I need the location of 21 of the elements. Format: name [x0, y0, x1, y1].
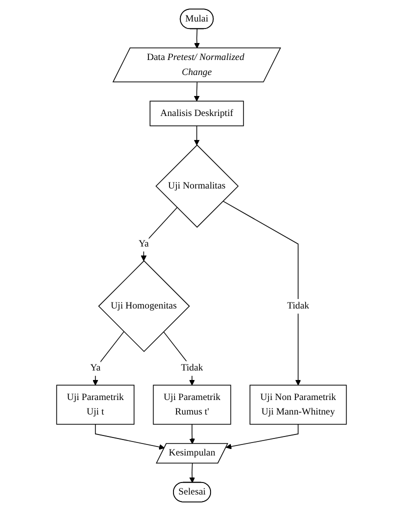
edge-label: Tidak: [180, 363, 204, 374]
arrow: [189, 424, 195, 444]
edge-label: Ya: [138, 238, 149, 249]
node-box: Uji Non Parametrik Uji Mann-Whitney: [250, 384, 347, 425]
node-diamond: Uji Homogenitas: [98, 260, 190, 352]
node-box: Analisis Deskriptif: [150, 100, 244, 126]
node-box: Uji Parametrik Uji t: [56, 384, 134, 425]
arrow: [92, 331, 124, 386]
arrow: [140, 207, 178, 262]
arrow: [194, 82, 200, 102]
arrow: [189, 463, 195, 483]
arrow: [194, 28, 200, 48]
arrow: [94, 424, 165, 450]
arrow: [226, 424, 299, 450]
arrow: [194, 125, 200, 146]
arrow: [163, 331, 195, 386]
edge-label: Ya: [90, 363, 100, 374]
node-box: Uji Parametrik Rumus t': [152, 384, 232, 425]
edge-label: Tidak: [287, 300, 310, 312]
node-diamond: Uji Normalitas: [155, 144, 239, 228]
arrow: [222, 200, 301, 386]
